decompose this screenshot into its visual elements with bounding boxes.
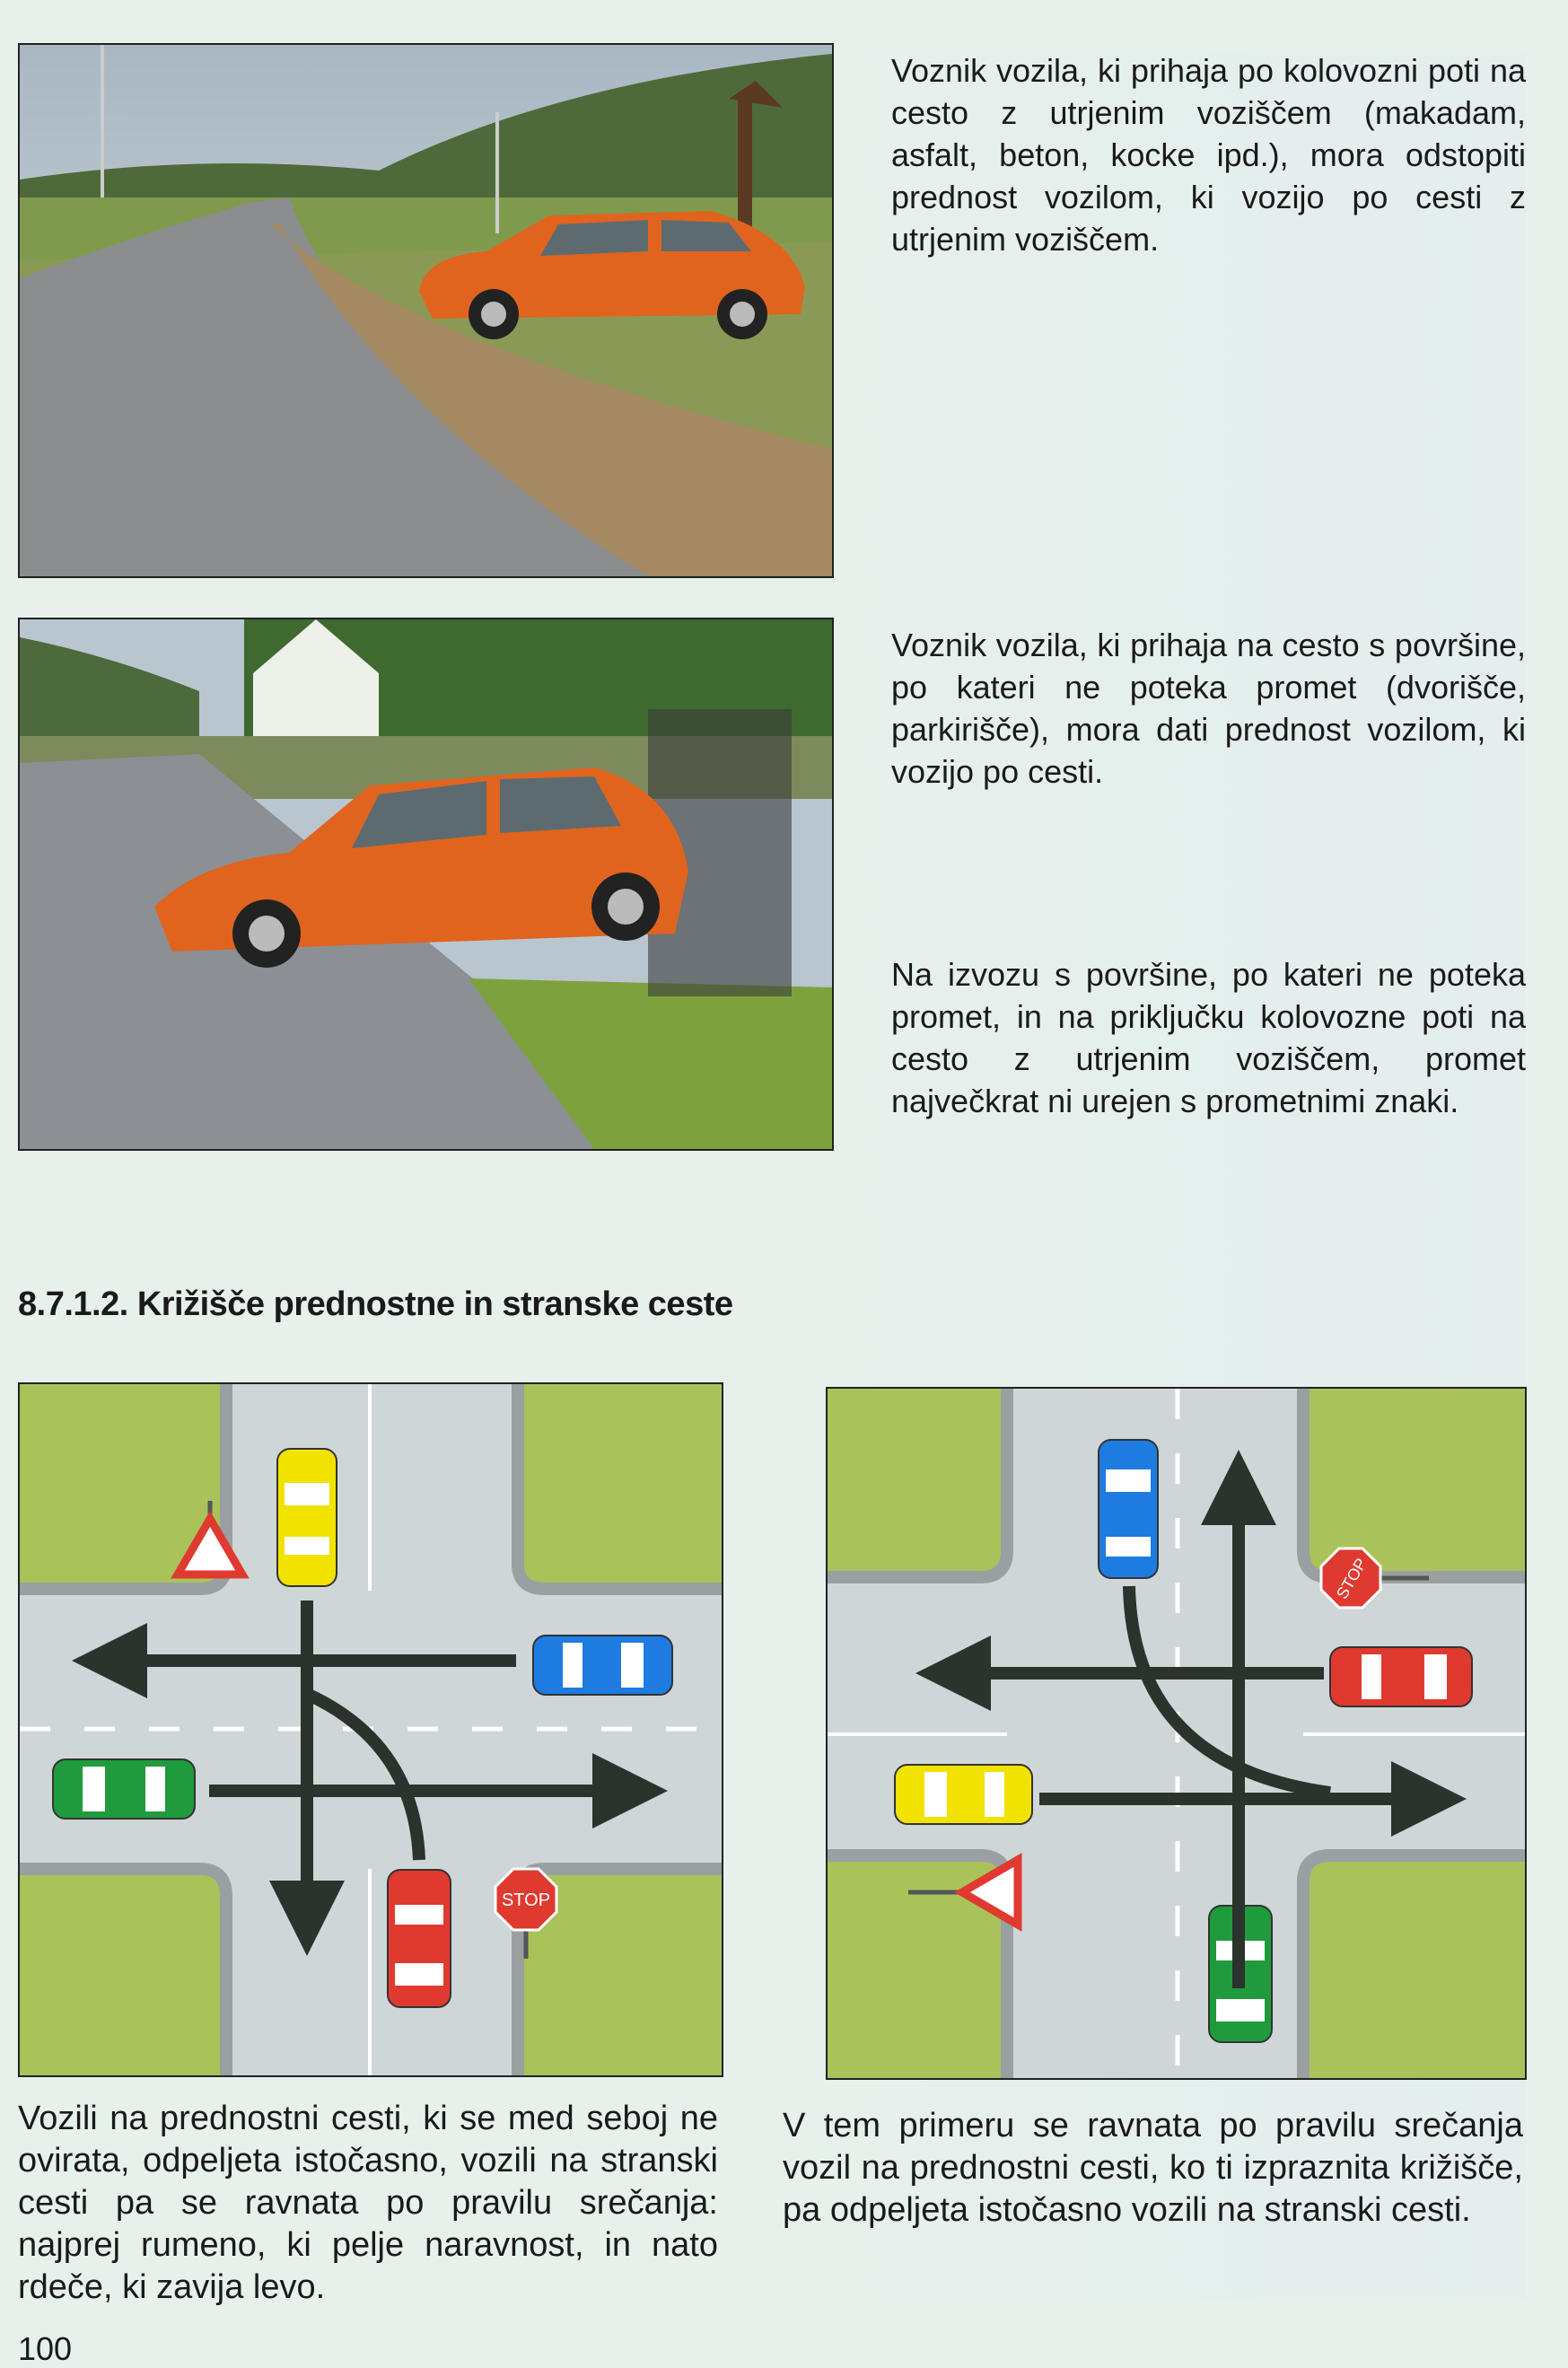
diagram-1-caption: Vozili na prednostni cesti, ki se med se… xyxy=(18,2100,718,2306)
orange-car xyxy=(419,211,805,339)
blue-car xyxy=(1098,1439,1159,1579)
grass-corners xyxy=(20,1384,722,2075)
intersection-diagram-1: STOP xyxy=(18,1382,723,2077)
stop-sign-label: STOP xyxy=(502,1890,550,1910)
stop-sign-icon: STOP xyxy=(494,1867,558,1959)
orange-car xyxy=(154,767,688,968)
section-heading: 8.7.1.2. Križišče prednostne in stranske… xyxy=(18,1285,733,1323)
green-car xyxy=(52,1758,196,1820)
photo-1-caption: Voznik vozila, ki prihaja po kolovozni p… xyxy=(891,52,1526,258)
red-car xyxy=(387,1869,451,2008)
yellow-car xyxy=(276,1448,337,1587)
blue-car xyxy=(532,1635,673,1696)
yield-sign-icon xyxy=(908,1853,1022,1932)
stop-sign-icon: STOP xyxy=(1319,1547,1429,1609)
yield-sign-icon xyxy=(171,1501,250,1579)
page-number: 100 xyxy=(18,2330,73,2367)
photo-driveway-car xyxy=(18,618,834,1151)
intersection-diagram-2: STOP xyxy=(826,1387,1527,2080)
diagram-2-caption: V tem primeru se ravnata po pravilu sreč… xyxy=(783,2107,1523,2229)
red-car xyxy=(1329,1646,1473,1707)
photo-2-caption: Voznik vozila, ki prihaja na cesto s pov… xyxy=(891,627,1526,790)
photo-dirt-road-car xyxy=(18,43,834,578)
direction-arrows xyxy=(915,1450,1467,1988)
note-paragraph: Na izvozu s površine, po kateri ne potek… xyxy=(891,956,1526,1119)
direction-arrows xyxy=(72,1601,668,1956)
yellow-car xyxy=(894,1764,1033,1825)
